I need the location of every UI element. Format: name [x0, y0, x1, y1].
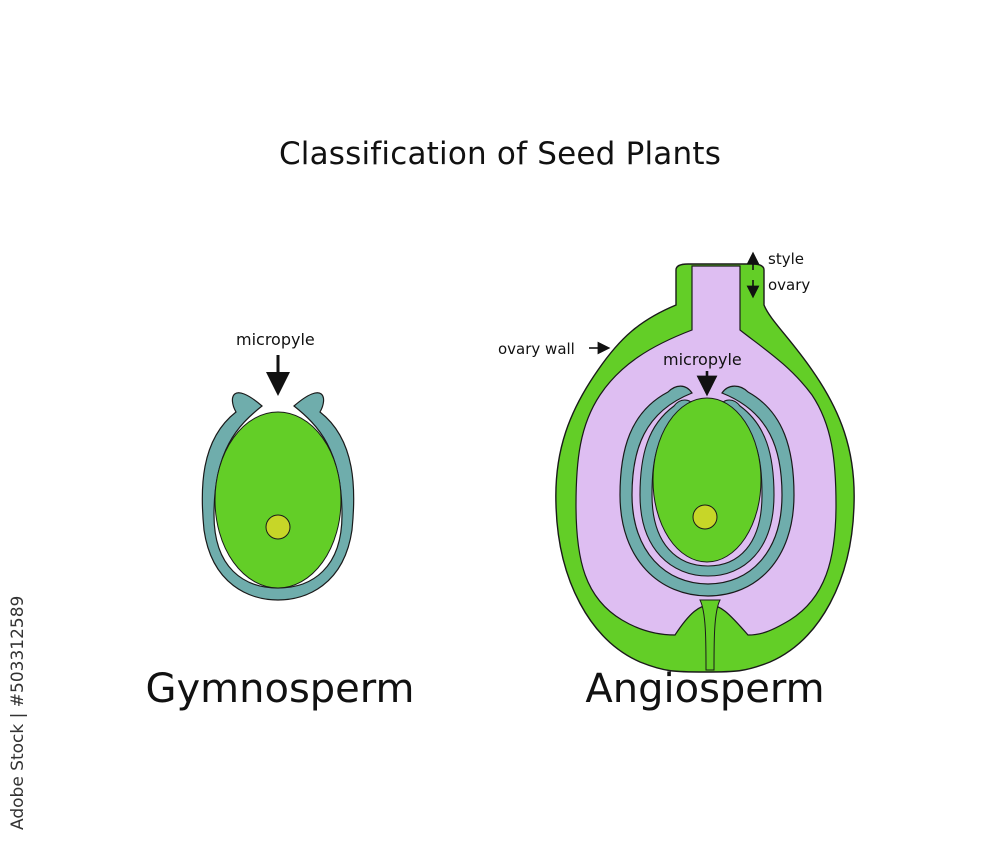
angiosperm-outer-integument	[619, 385, 795, 597]
angiosperm-title: Angiosperm	[585, 666, 825, 712]
watermark-text: Adobe Stock | #503312589	[8, 595, 28, 830]
gymnosperm-integument	[201, 392, 355, 601]
gymnosperm-nucellus	[214, 411, 342, 589]
ovary-label: ovary	[768, 276, 811, 294]
stock-watermark: Adobe Stock | #503312589	[6, 596, 28, 852]
diagram-title: Classification of Seed Plants	[278, 136, 722, 172]
style-label: style	[768, 250, 804, 268]
angiosperm-micropyle-label: micropyle	[663, 350, 742, 369]
ovary-wall-label: ovary wall	[498, 340, 575, 358]
angiosperm-nucellus	[652, 397, 762, 563]
angiosperm-funiculus	[699, 599, 721, 671]
angiosperm-egg	[692, 504, 718, 530]
gymnosperm-ovule	[201, 355, 355, 601]
gymnosperm-title: Gymnosperm	[145, 666, 415, 712]
gymnosperm-micropyle-label: micropyle	[236, 330, 315, 349]
angiosperm-inner-integument	[639, 399, 775, 577]
angiosperm-ovary	[555, 251, 855, 673]
gymnosperm-egg	[265, 514, 291, 540]
